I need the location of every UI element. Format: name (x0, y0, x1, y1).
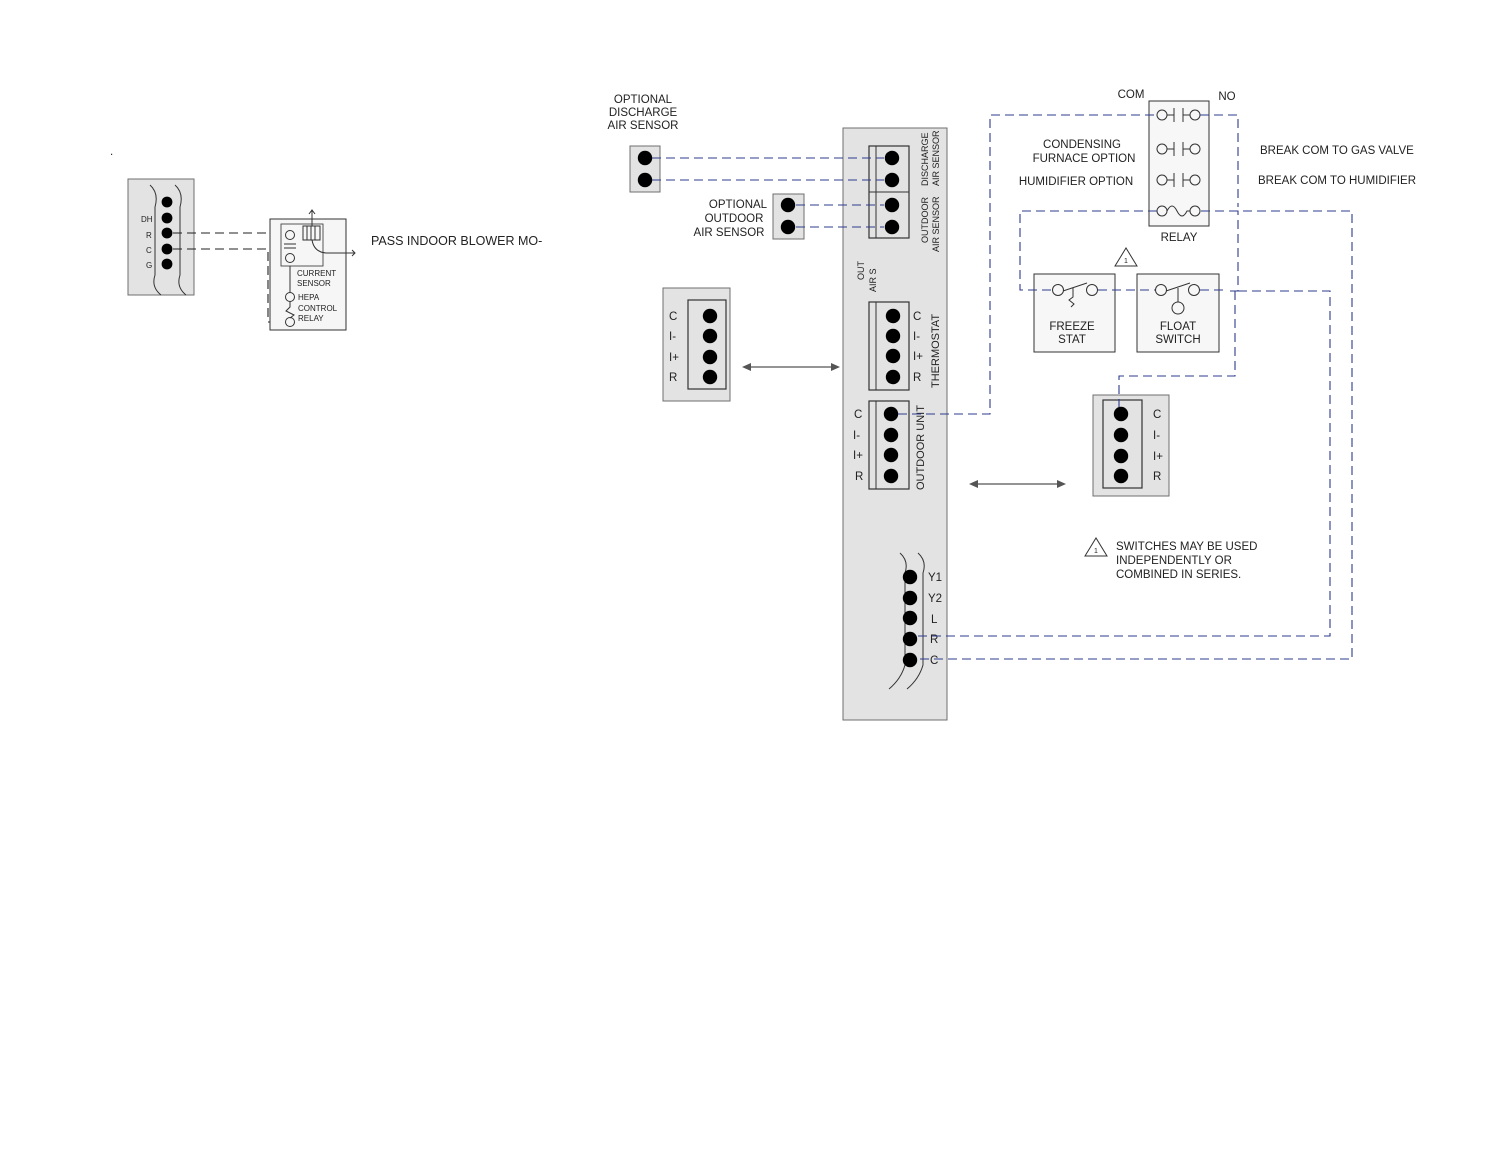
warning-triangle-icon (1114, 247, 1138, 267)
legacy-terminal-panel (127, 178, 195, 296)
outdoor-link-arrow (969, 480, 1066, 488)
outdoor-block-terminal: C (1153, 409, 1161, 421)
out-air-label: OUT (856, 261, 866, 281)
thermostat-terminal-label: C (913, 311, 921, 323)
thermostat-block: C I- I+ R (662, 287, 731, 402)
dashed-wiring (652, 114, 1353, 660)
outdoor-sensor: OPTIONAL OUTDOOR AIR SENSOR (694, 193, 805, 240)
relay-box-label: CURRENT (297, 269, 336, 278)
thermostat-board-label: THERMOSTAT (930, 314, 942, 388)
break-com-gas-label: BREAK COM TO GAS VALVE (1260, 145, 1414, 157)
low-voltage-terminal-label: C (930, 655, 938, 667)
pass-indoor-blower-text: PASS INDOOR BLOWER MO- (371, 234, 542, 248)
discharge-sensor-label: OPTIONAL (614, 94, 673, 106)
relay-box (1148, 100, 1210, 227)
hepa-relay-box (269, 218, 347, 331)
legacy-terminal-label: G (146, 261, 152, 270)
discharge-air-sensor-board-label: AIR SENSOR (931, 130, 941, 186)
low-voltage-terminal-label: L (931, 614, 938, 626)
low-voltage-terminal-label: Y1 (928, 572, 942, 584)
legacy-terminal-label: DH (141, 215, 153, 224)
outdoor-air-sensor-board-label: OUTDOOR (920, 197, 930, 243)
thermostat-block-terminal: I+ (669, 352, 679, 364)
warning-number: 1 (1124, 258, 1128, 265)
thermostat-block-terminal: C (669, 311, 677, 323)
thermostat-terminal-label: R (913, 372, 921, 384)
outdoor-unit-terminal-label: C (854, 409, 862, 421)
outdoor-block-terminal: I- (1153, 430, 1160, 442)
outdoor-block-terminal: I+ (1153, 451, 1163, 463)
relay-contacts (1156, 108, 1201, 217)
freeze-stat-label: STAT (1058, 334, 1086, 346)
outdoor-air-sensor-board-label: AIR SENSOR (931, 196, 941, 252)
relay-box-label: HEPA (298, 293, 320, 302)
switches-note: INDEPENDENTLY OR (1116, 555, 1232, 567)
outdoor-unit-terminal-label: I- (853, 430, 860, 442)
thermostat-link-arrow (742, 363, 840, 371)
safety-switches: 1 FREEZE STAT FLOAT SWITCH 1 SWITCHES MA… (1033, 247, 1257, 581)
low-voltage-terminal-label: R (930, 634, 938, 646)
outdoor-unit-terminal-label: R (855, 471, 863, 483)
float-switch-label: SWITCH (1155, 334, 1200, 346)
break-com-humidifier-label: BREAK COM TO HUMIDIFIER (1258, 175, 1416, 187)
switches-note: SWITCHES MAY BE USED (1116, 541, 1257, 553)
freeze-stat-label: FREEZE (1049, 321, 1095, 333)
control-board: DISCHARGE AIR SENSOR OUTDOOR AIR SENSOR … (842, 127, 948, 721)
low-voltage-terminal-label: Y2 (928, 593, 942, 605)
thermostat-terminal-label: I+ (913, 351, 923, 363)
outdoor-unit-terminal-label: I+ (853, 450, 863, 462)
legacy-terminal-label: C (146, 246, 152, 255)
thermostat-block-terminal: R (669, 372, 677, 384)
discharge-sensor: OPTIONAL DISCHARGE AIR SENSOR (608, 94, 679, 193)
warning-triangle-icon (1084, 537, 1108, 557)
relay-box-label: RELAY (298, 314, 324, 323)
discharge-air-sensor-board-label: DISCHARGE (920, 132, 930, 186)
relay-box-label: CONTROL (298, 304, 338, 313)
condensing-furnace-label: CONDENSING (1043, 139, 1121, 151)
discharge-sensor-label: DISCHARGE (609, 107, 678, 119)
thermostat-block-terminal: I- (669, 331, 676, 343)
float-switch-label: FLOAT (1160, 321, 1196, 333)
outdoor-unit-block: C I- I+ R (1092, 394, 1170, 497)
switches-note: COMBINED IN SERIES. (1116, 569, 1241, 581)
legacy-terminal-label: R (146, 231, 152, 240)
humidifier-option-label: HUMIDIFIER OPTION (1019, 176, 1133, 188)
legacy-panel: . DH R C G CURRENT SENSOR (110, 146, 542, 331)
relay-com-label: COM (1118, 89, 1145, 101)
out-air-label: AIR S (868, 268, 878, 292)
stray-dot: . (110, 146, 113, 158)
relay-title: RELAY (1161, 232, 1198, 244)
warning-number: 1 (1094, 548, 1098, 555)
outdoor-unit-board-label: OUTDOOR UNIT (915, 405, 927, 490)
thermostat-terminal-label: I- (913, 331, 920, 343)
relay-box-label: SENSOR (297, 279, 331, 288)
outdoor-block-terminal: R (1153, 471, 1161, 483)
outdoor-sensor-label: AIR SENSOR (694, 227, 765, 239)
condensing-furnace-label: FURNACE OPTION (1033, 153, 1136, 165)
discharge-sensor-label: AIR SENSOR (608, 120, 679, 132)
outdoor-sensor-label: OPTIONAL (709, 199, 768, 211)
relay: COM NO RELAY CONDENSING FURNACE OPTION H… (1019, 89, 1416, 244)
outdoor-sensor-label: OUTDOOR (705, 213, 764, 225)
relay-no-label: NO (1218, 91, 1235, 103)
